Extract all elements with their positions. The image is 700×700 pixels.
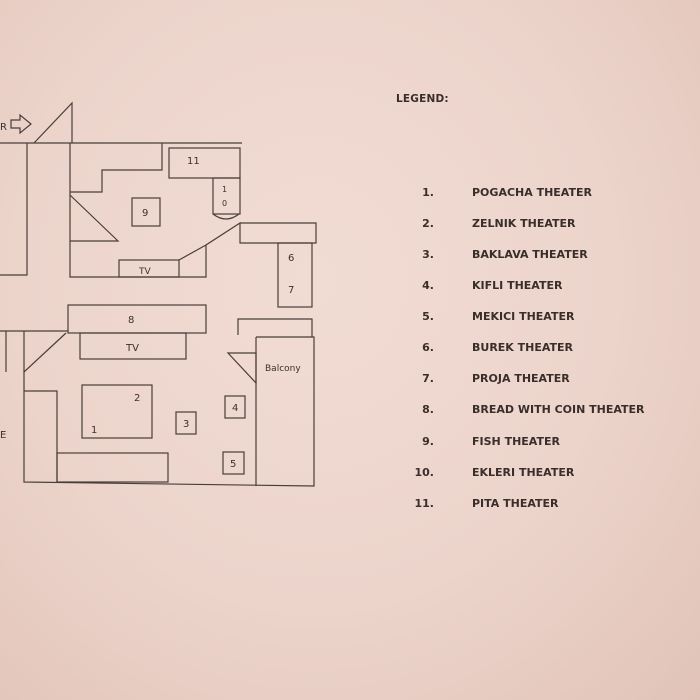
legend-item-number: 4. [422, 279, 434, 292]
legend-item-name: ZELNIK THEATER [472, 217, 576, 230]
legend-item-name: EKLERI THEATER [472, 466, 575, 479]
room-6-7-box [277, 242, 313, 308]
room-10-label-bottom: 0 [222, 199, 227, 208]
lower-left-inner [24, 390, 58, 482]
legend-item-number: 11. [414, 497, 435, 510]
legend-item-name: FISH THEATER [472, 435, 560, 448]
room-9-box [131, 197, 161, 227]
legend-item-number: 6. [422, 341, 434, 354]
lower-bench [56, 452, 169, 483]
room-3-box [175, 411, 197, 435]
room-2-label: 2 [134, 393, 140, 404]
balcony-label: Balcony [265, 364, 301, 374]
room-8-label: 8 [128, 315, 134, 326]
room-1-label: 1 [91, 425, 97, 436]
legend-item-number: 2. [422, 217, 434, 230]
entrance-arrow-icon [10, 113, 32, 135]
wall-left-upper [0, 143, 28, 276]
room-5-box [222, 451, 245, 475]
legend-item-name: MEKICI THEATER [472, 310, 575, 323]
legend-title: LEGEND: [396, 93, 449, 105]
tv-lower-box [79, 332, 187, 360]
legend-item-number: 3. [422, 248, 434, 261]
upper-room-inner-wall [70, 143, 163, 193]
legend-item-number: 1. [422, 186, 434, 199]
tv-upper-diagonal [178, 244, 207, 261]
room-11-box [168, 147, 241, 179]
room-10-box [212, 177, 241, 215]
room-10-label-top: 1 [222, 185, 227, 194]
room-2-box [81, 384, 153, 439]
legend-item-number: 8. [422, 403, 434, 416]
lower-right-triangle [226, 352, 257, 385]
room-3-label: 3 [183, 419, 189, 430]
room-6-label: 6 [288, 253, 294, 264]
room-5-label: 5 [230, 459, 236, 470]
legend-item-number: 10. [414, 466, 435, 479]
room-9-label: 9 [142, 208, 148, 219]
room-8-box [67, 304, 207, 334]
legend-item-name: KIFLI THEATER [472, 279, 563, 292]
room-4-label: 4 [232, 403, 238, 414]
legend-item-name: BAKLAVA THEATER [472, 248, 588, 261]
legend-item-name: BREAD WITH COIN THEATER [472, 403, 645, 416]
legend-item-name: BUREK THEATER [472, 341, 574, 354]
lower-left-diagonal [23, 331, 67, 374]
legend-item-number: 5. [422, 310, 434, 323]
legend-item-name: PITA THEATER [472, 497, 559, 510]
tv-upper-box [118, 259, 180, 278]
legend-item-number: 7. [422, 372, 434, 385]
door-arc-icon [212, 213, 240, 220]
legend-item-number: 9. [422, 435, 434, 448]
cropped-label-left: R [0, 122, 7, 133]
room-7-label: 7 [288, 285, 294, 296]
upper-room-walls [69, 143, 317, 278]
cropped-label-bottom-left: E [0, 430, 6, 441]
lower-room-walls [23, 336, 315, 487]
legend-item-name: PROJA THEATER [472, 372, 570, 385]
room-4-box [224, 395, 246, 419]
room-11-label: 11 [187, 156, 200, 167]
upper-room-triangle [69, 194, 120, 242]
tv-lower-label: TV [125, 343, 139, 354]
wall-right-mid [237, 318, 313, 337]
entrance-triangle [33, 101, 73, 144]
tv-upper-label: TV [138, 267, 151, 277]
legend-item-name: POGACHA THEATER [472, 186, 592, 199]
